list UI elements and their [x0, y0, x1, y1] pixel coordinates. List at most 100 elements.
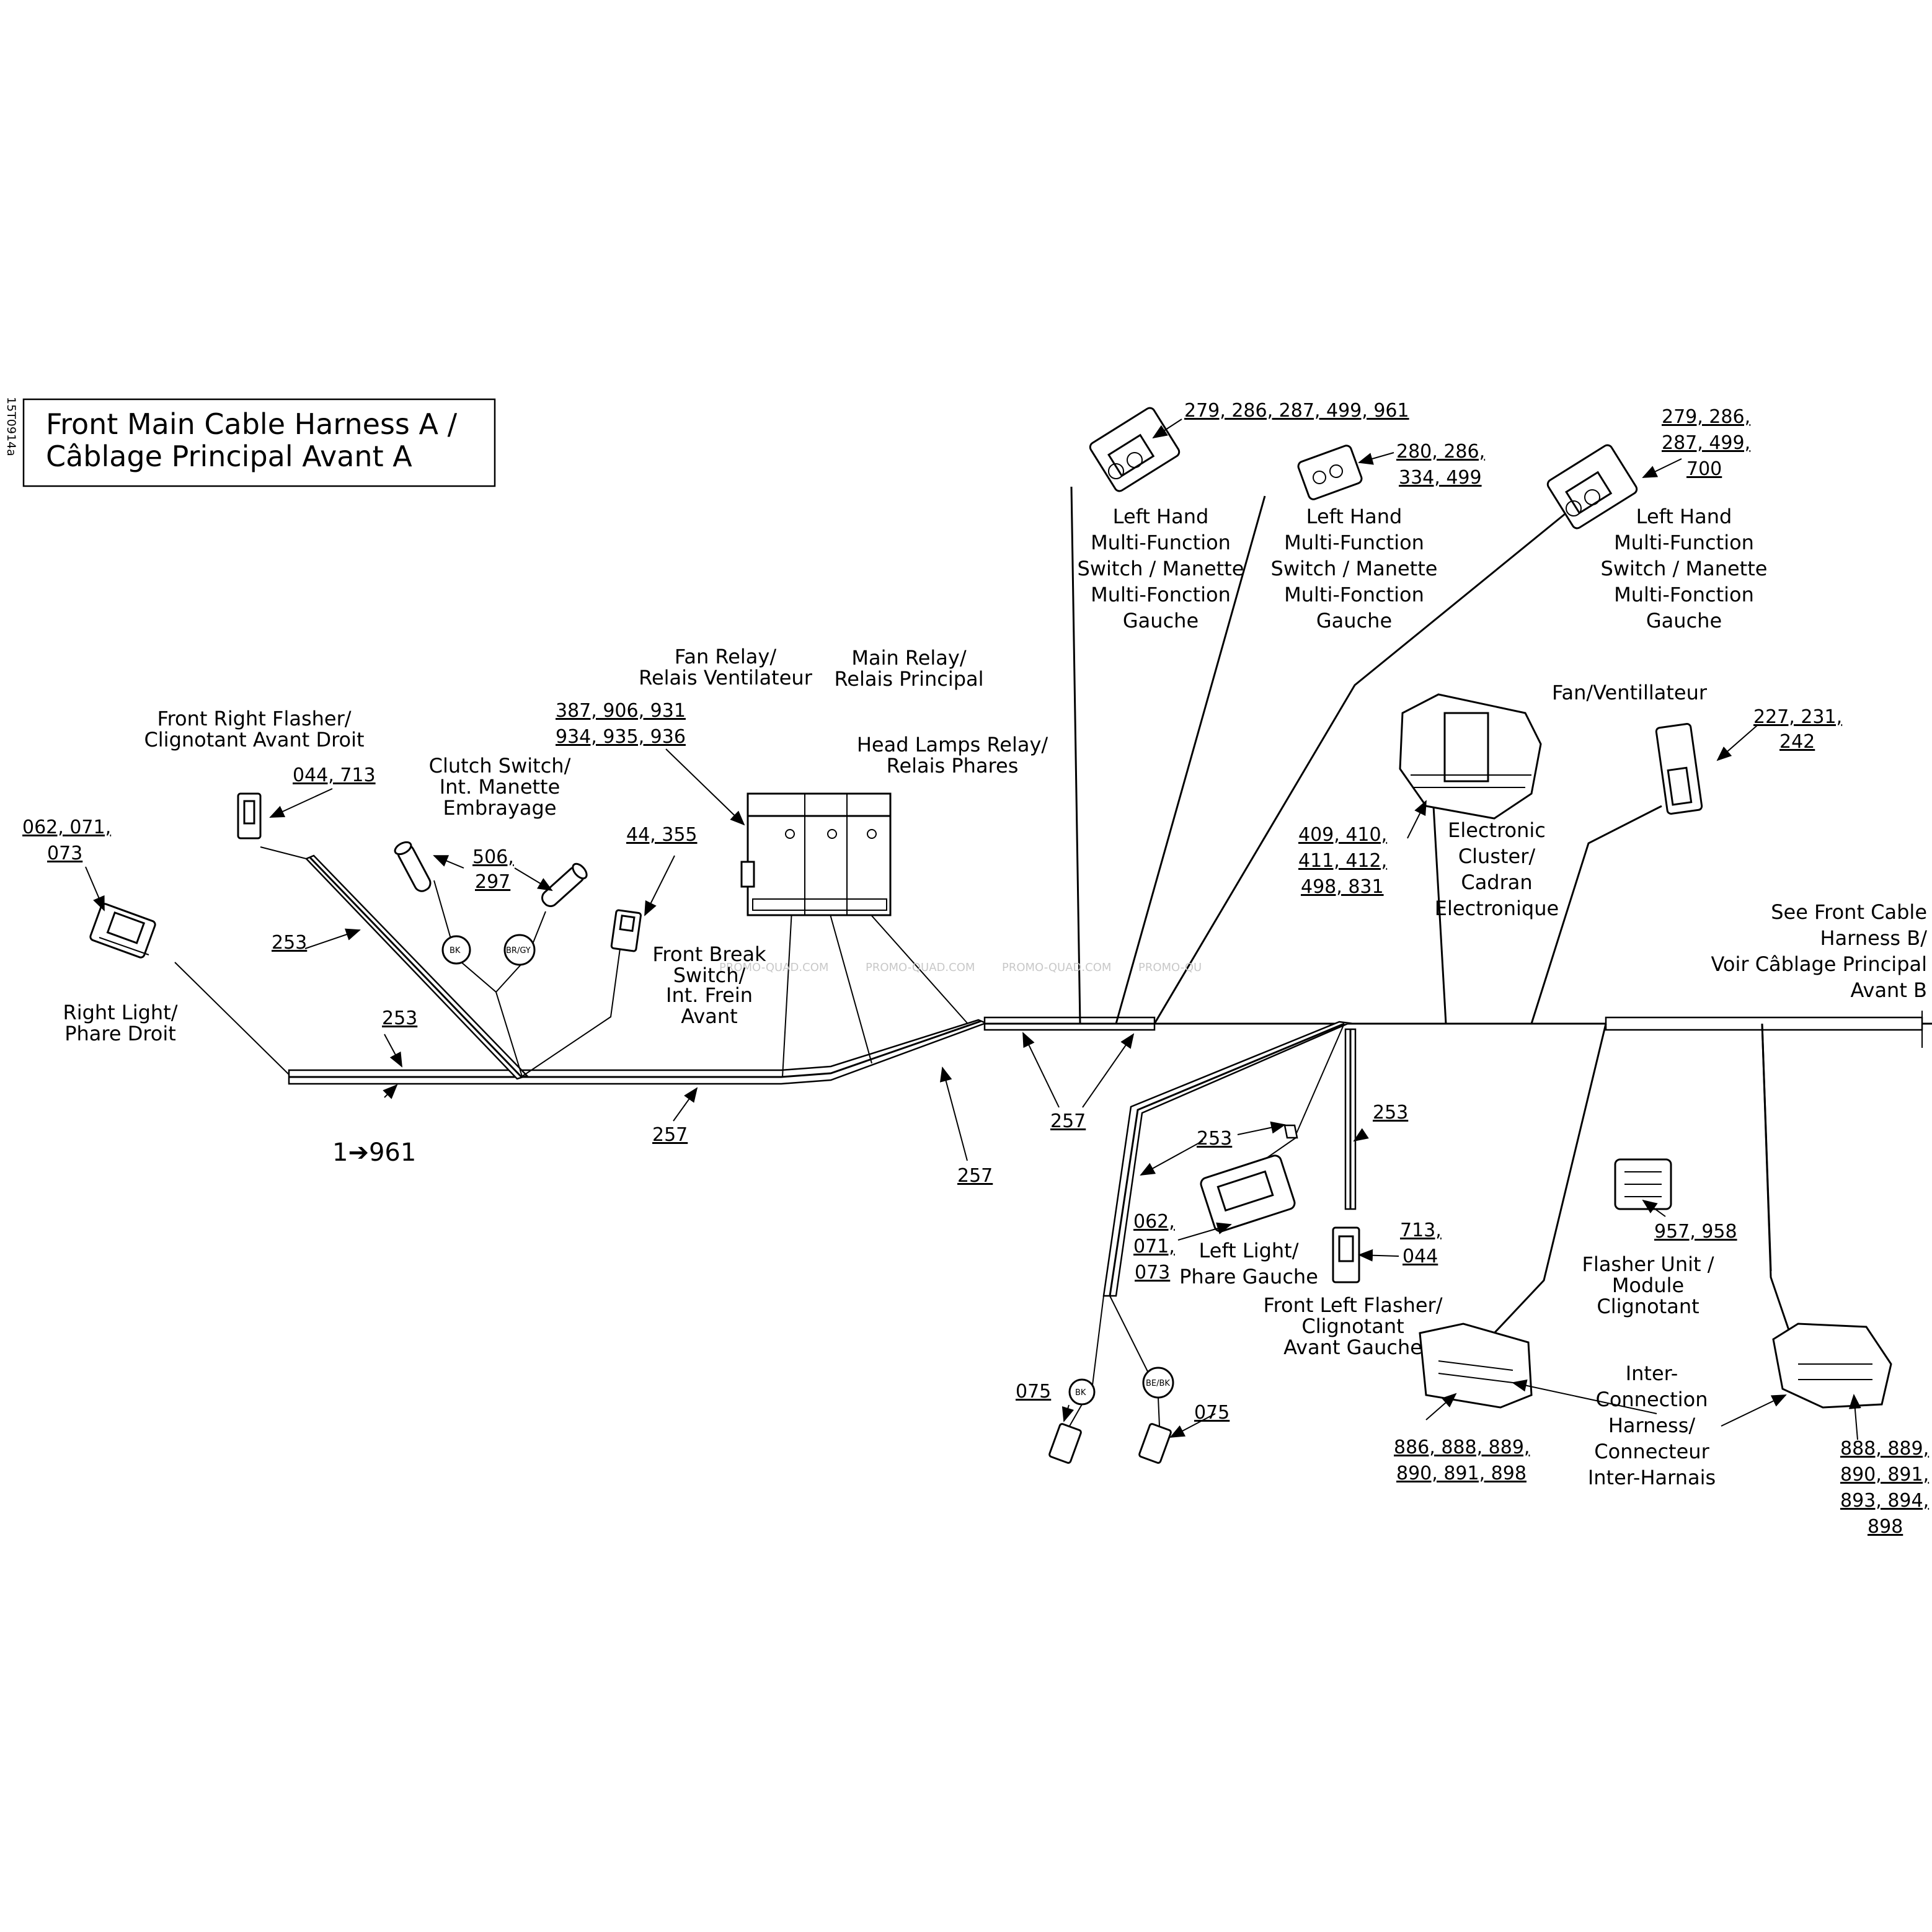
- left-light-connector: [1200, 1154, 1296, 1233]
- flasher-unit-label: Module: [1612, 1274, 1684, 1297]
- lh-switch-2-wire: [1115, 495, 1266, 1024]
- wire-tag-bk-1: BK: [450, 946, 461, 955]
- leader-arrows: [85, 419, 1861, 1440]
- head-lamps-relay-label: Relais Phares: [887, 754, 1019, 778]
- right-flasher-branch: [260, 846, 529, 1080]
- clutch-switch-ref: 297: [475, 871, 510, 893]
- flasher-unit-label: Clignotant: [1597, 1295, 1699, 1318]
- front-left-flasher-connector: [1332, 1226, 1360, 1283]
- sleeve-253-ref: 253: [1373, 1102, 1408, 1123]
- front-brake-switch-label: Front Break: [652, 942, 766, 966]
- flasher-unit-connector: [1614, 1158, 1672, 1210]
- lh-switch-2-label: Gauche: [1316, 609, 1392, 632]
- main-relay-label: Main Relay/: [851, 646, 966, 670]
- left-light-label: Phare Gauche: [1179, 1265, 1318, 1288]
- interconnect-ref-right: 893, 894,: [1840, 1490, 1929, 1512]
- interconnect-wire-left: [1493, 1023, 1607, 1334]
- lh-switch-3-label: Multi-Function: [1614, 531, 1754, 554]
- lh-switch-3-connector: [1546, 444, 1638, 530]
- relay-wire-1: [782, 898, 793, 1078]
- lh-switch-2-connector: [1297, 445, 1363, 500]
- lh-switch-2-label: Left Hand: [1306, 505, 1402, 528]
- lh-switch-1-connector: [1089, 407, 1181, 492]
- sleeve-257-ref: 257: [957, 1165, 993, 1187]
- clutch-switch-terminals: [394, 841, 588, 966]
- relay-wire-2: [825, 898, 872, 1064]
- sleeve-257-ref: 257: [1050, 1110, 1086, 1132]
- cluster-ref: 411, 412,: [1298, 850, 1387, 872]
- lh-switch-2-ref: 334, 499: [1399, 467, 1482, 489]
- fan-ref: 227, 231,: [1753, 706, 1842, 728]
- electronic-cluster-connector: [1399, 693, 1542, 820]
- left-light-ref: 062,: [1133, 1211, 1175, 1233]
- interconnect-label: Connection: [1595, 1388, 1708, 1411]
- lh-switch-3-ref: 279, 286,: [1662, 406, 1750, 428]
- right-light-label: Phare Droit: [64, 1022, 176, 1045]
- interconnect-label: Inter-Harnais: [1588, 1466, 1716, 1489]
- sleeve-257-ref: 257: [652, 1124, 688, 1146]
- watermark: PROMO-QU: [1138, 961, 1202, 974]
- watermark: PROMO-QUAD.COM: [1002, 961, 1111, 974]
- front-brake-switch-ref: 44, 355: [626, 824, 698, 846]
- front-left-flasher-label: Clignotant: [1301, 1314, 1404, 1338]
- fan-ref: 242: [1779, 731, 1815, 753]
- fan-label: Fan/Ventillateur: [1552, 681, 1708, 704]
- fan-relay-ref: 387, 906, 931: [556, 700, 686, 722]
- title-box: Front Main Cable Harness A / Câblage Pri…: [22, 398, 496, 487]
- cluster-label: Electronic: [1448, 818, 1546, 842]
- lh-switch-2-label: Multi-Fonction: [1284, 583, 1424, 606]
- fan-connector: [1655, 723, 1703, 815]
- wire-tag-bebk: BE/BK: [1146, 1379, 1170, 1388]
- front-left-flasher-ref: 713,: [1400, 1220, 1442, 1241]
- flasher-unit-label: Flasher Unit /: [1582, 1252, 1714, 1276]
- interconnect-label: Connecteur: [1594, 1440, 1709, 1463]
- lh-switch-1-ref: 279, 286, 287, 499, 961: [1184, 400, 1409, 422]
- interconnect-connector-right: [1772, 1323, 1892, 1409]
- right-light-wire: [174, 962, 290, 1075]
- lh-switch-3-label: Left Hand: [1636, 505, 1732, 528]
- front-right-flasher-label: Clignotant Avant Droit: [144, 728, 364, 751]
- lh-switch-2-ref: 280, 286,: [1396, 441, 1485, 463]
- wire-tag-bk-2: BK: [1075, 1388, 1086, 1398]
- front-right-flasher-label: Front Right Flasher/: [157, 707, 351, 730]
- see-harness-b-label: Harness B/: [1820, 926, 1928, 950]
- lh-switch-2-label: Switch / Manette: [1271, 557, 1438, 580]
- cluster-wire: [1432, 805, 1447, 1024]
- interconnect-label: Inter-: [1626, 1362, 1678, 1385]
- clutch-switch-ref: 506,: [472, 846, 514, 868]
- sleeve-253-ref: 253: [382, 1008, 417, 1029]
- see-harness-b-label: Voir Câblage Principal: [1711, 952, 1928, 976]
- front-right-flasher-connector: [237, 792, 262, 840]
- cluster-label: Cluster/: [1458, 844, 1536, 868]
- title-line-1: Front Main Cable Harness A /: [46, 407, 458, 441]
- lh-switch-1-label: Multi-Function: [1091, 531, 1231, 554]
- relay-block: [740, 792, 892, 916]
- left-light-ref: 073: [1135, 1262, 1170, 1283]
- front-brake-switch-label: Int. Frein: [666, 983, 753, 1007]
- main-relay-label: Relais Principal: [834, 667, 983, 691]
- relay-wire-3: [856, 898, 968, 1024]
- right-light-ref: 073: [47, 843, 82, 864]
- interconnect-label: Harness/: [1608, 1414, 1696, 1437]
- lh-switch-3-wire: [1153, 507, 1572, 1024]
- clutch-switch-label: Int. Manette: [440, 775, 561, 799]
- lh-switch-1-wire: [1070, 486, 1081, 1024]
- front-brake-switch-label: Avant: [681, 1004, 737, 1028]
- lh-switch-3-ref: 700: [1686, 458, 1722, 480]
- interconnect-ref-right: 898: [1868, 1516, 1903, 1538]
- sleeve-253-ref: 253: [1197, 1128, 1232, 1150]
- cluster-label: Cadran: [1461, 871, 1532, 894]
- front-left-flasher-ref: 044: [1402, 1246, 1438, 1267]
- interconnect-ref-right: 890, 891,: [1840, 1464, 1929, 1486]
- interconnect-ref-right: 888, 889,: [1840, 1438, 1929, 1460]
- lh-switch-3-label: Multi-Fonction: [1614, 583, 1754, 606]
- fan-relay-ref: 934, 935, 936: [556, 726, 686, 748]
- main-harness-trunk: [288, 1011, 1932, 1085]
- front-left-flasher-label: Avant Gauche: [1283, 1336, 1422, 1359]
- see-harness-b-label: Avant B: [1850, 978, 1927, 1002]
- watermark: PROMO-QUAD.COM: [866, 961, 975, 974]
- fan-wire: [1530, 805, 1662, 1024]
- flasher-unit-ref: 957, 958: [1654, 1221, 1737, 1243]
- front-brake-switch-connector: [610, 909, 642, 952]
